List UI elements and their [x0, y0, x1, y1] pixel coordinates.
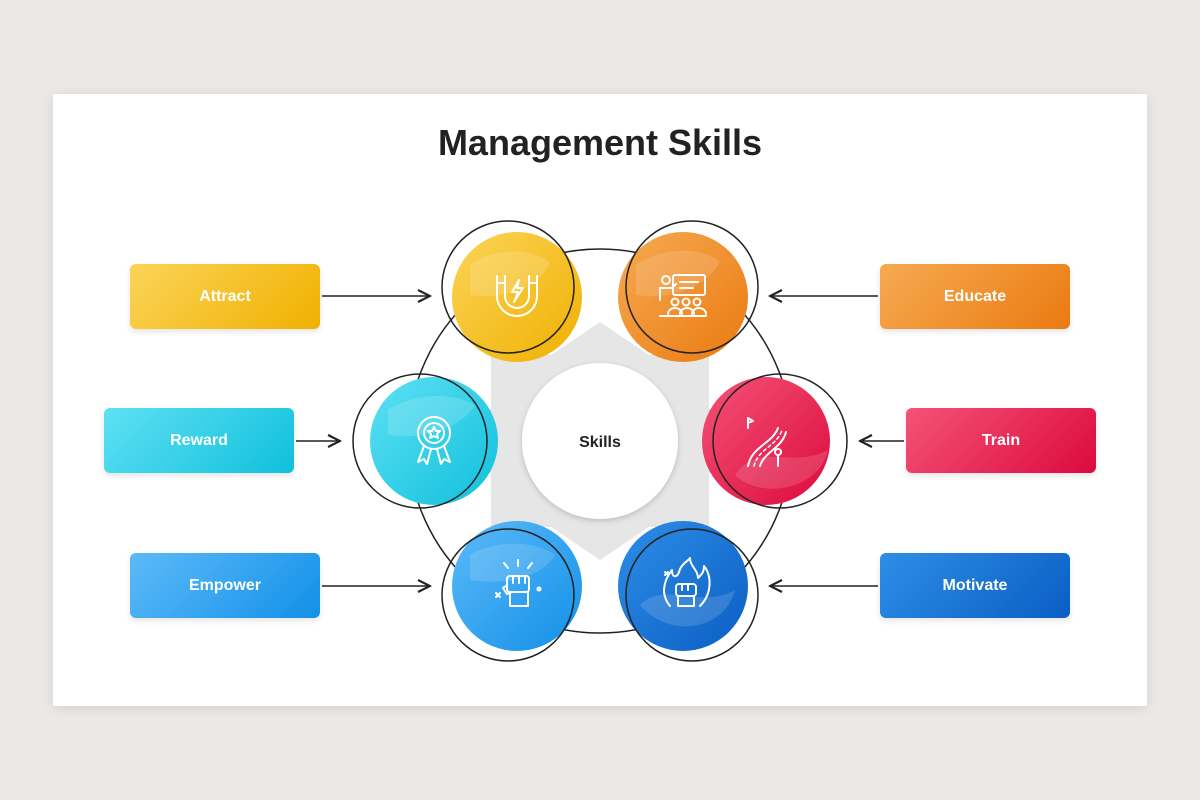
raised-fist-icon — [495, 559, 542, 607]
label-educate: Educate — [880, 264, 1070, 329]
magnet-icon — [496, 275, 538, 317]
label-train: Train — [906, 408, 1096, 473]
page-title: Management Skills — [437, 122, 763, 163]
label-attract: Attract — [130, 264, 320, 329]
road-path-icon — [747, 417, 787, 467]
skill-node-train — [702, 373, 848, 509]
label-train-text: Train — [981, 431, 1021, 449]
skill-node-empower — [441, 521, 582, 662]
award-badge-icon — [417, 416, 451, 465]
label-educate-text: Educate — [943, 287, 1007, 305]
label-motivate-text: Motivate — [942, 576, 1008, 594]
label-reward-text: Reward — [170, 431, 228, 449]
skill-node-reward — [352, 373, 498, 509]
label-empower-text: Empower — [188, 576, 261, 594]
center-label: Skills — [579, 434, 621, 451]
label-attract-text: Attract — [199, 287, 251, 305]
label-reward: Reward — [104, 408, 294, 473]
skill-node-educate — [618, 220, 759, 362]
center-circle — [522, 363, 678, 519]
presentation-icon — [659, 274, 707, 317]
fist-flame-icon — [663, 557, 711, 607]
label-empower: Empower — [130, 553, 320, 618]
label-motivate: Motivate — [880, 553, 1070, 618]
